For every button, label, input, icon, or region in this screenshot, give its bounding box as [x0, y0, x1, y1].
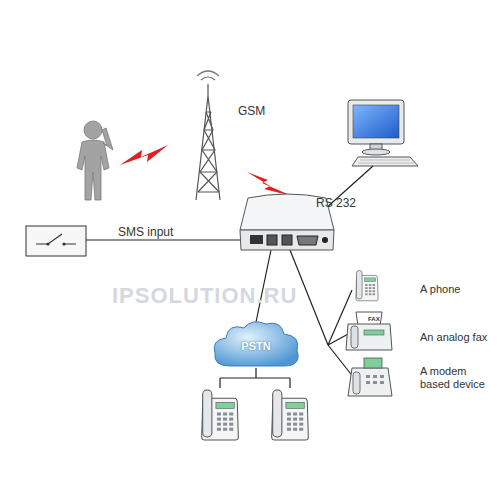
network-cloud: PSTN [210, 318, 302, 370]
device-label: An analog fax [420, 331, 498, 344]
gsm-tower [196, 71, 220, 200]
phone-icon [356, 270, 378, 300]
computer-icon [348, 100, 418, 166]
radio-bolt [120, 145, 168, 165]
device-label: RS 232 [316, 196, 376, 210]
device-label: A modem based device [420, 365, 496, 391]
device-label: SMS input [118, 225, 208, 239]
svg-text:FAX: FAX [368, 316, 380, 322]
phone-icon [202, 390, 239, 440]
radio-bolt [247, 172, 292, 196]
node-label: PSTN [210, 340, 302, 352]
person-silhouette [77, 121, 113, 200]
switch-box [26, 226, 86, 256]
device-label: A phone [420, 283, 495, 296]
watermark: IPSOLUTION.RU [112, 283, 372, 309]
device-label: GSM [238, 104, 298, 118]
phone-icon [272, 390, 309, 440]
fax-icon: FAX [346, 312, 392, 350]
modem-device-icon [348, 358, 392, 396]
